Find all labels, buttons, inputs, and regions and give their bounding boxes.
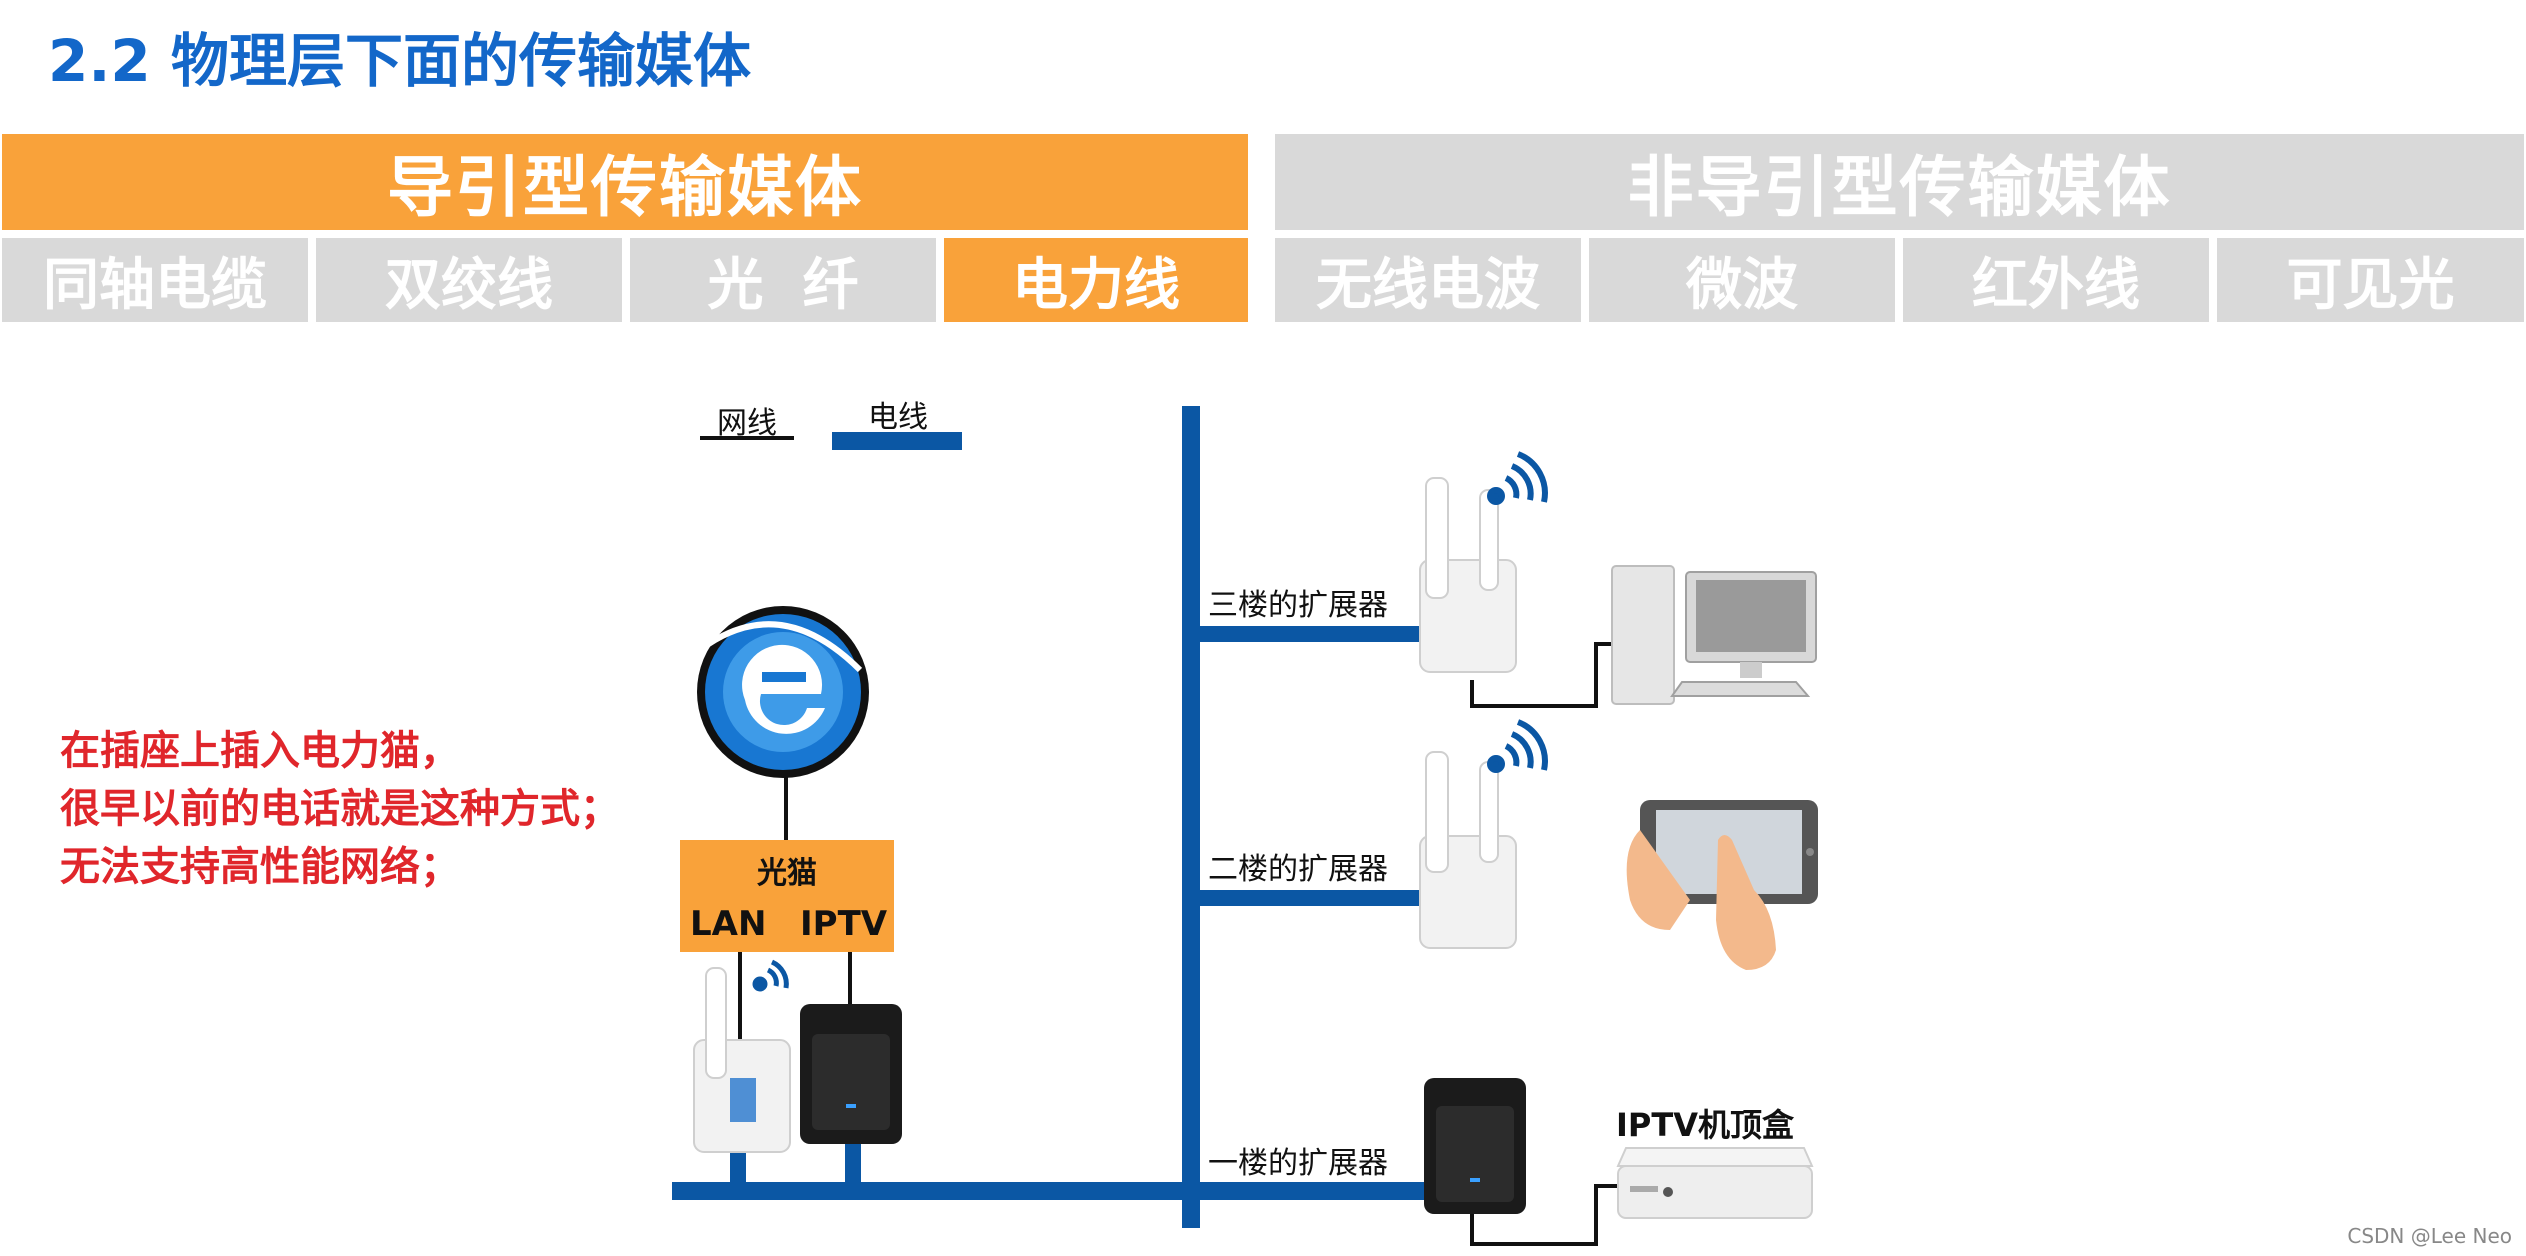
unguided-media-header: 非导引型传输媒体 <box>1275 134 2524 230</box>
ground-wifi-icon <box>752 959 789 992</box>
legend-power-line-swatch <box>832 432 962 450</box>
third-floor-branch <box>1200 626 1422 642</box>
third-floor-extender-label: 三楼的扩展器 <box>1208 588 1388 623</box>
media-microwave: 微波 <box>1589 238 1895 322</box>
internet-explorer-icon <box>697 606 869 778</box>
watermark: CSDN @Lee Neo <box>2347 1224 2512 1248</box>
lan-port-label: LAN <box>690 904 767 944</box>
second-floor-extender-label: 二楼的扩展器 <box>1208 852 1388 887</box>
extender-stub <box>730 1148 746 1184</box>
guided-media-header: 导引型传输媒体 <box>2 134 1248 230</box>
page-title: 2.2 物理层下面的传输媒体 <box>48 27 751 95</box>
media-twisted-pair: 双绞线 <box>316 238 622 322</box>
third-floor-pc-cable <box>1470 642 1612 708</box>
note-line: 无法支持高性能网络； <box>60 844 460 890</box>
desktop-pc-device <box>1611 565 1817 705</box>
ground-extender-device <box>693 967 791 1153</box>
note-line: 很早以前的电话就是这种方式； <box>60 786 620 832</box>
plc-adapter-device <box>800 1004 902 1144</box>
third-floor-extender-device <box>1419 477 1517 673</box>
second-floor-extender-device <box>1419 751 1517 949</box>
legend-network-cable-line <box>700 436 794 440</box>
third-floor-wifi-icon <box>1487 451 1548 505</box>
media-visible-light: 可见光 <box>2217 238 2524 322</box>
notes-block: 在插座上插入电力猫， 很早以前的电话就是这种方式； 无法支持高性能网络； <box>60 722 620 896</box>
first-floor-extender-label: 一楼的扩展器 <box>1208 1146 1388 1181</box>
main-power-bus <box>1182 406 1200 1228</box>
first-floor-extender-device <box>1424 1078 1526 1214</box>
legend-network-cable-label: 网线 <box>717 406 777 441</box>
first-floor-iptv-cable <box>1470 1184 1622 1246</box>
tablet-device <box>1626 800 1818 970</box>
legend-power-line-label: 电线 <box>868 400 928 435</box>
ground-floor-power-line <box>672 1182 1432 1200</box>
second-floor-branch <box>1200 890 1422 906</box>
optical-modem-box <box>680 840 894 952</box>
plc-stub <box>845 1140 861 1184</box>
iptv-port-label: IPTV <box>800 904 888 944</box>
note-line: 在插座上插入电力猫， <box>60 728 460 774</box>
media-radio-wave: 无线电波 <box>1275 238 1581 322</box>
media-coaxial-cable: 同轴电缆 <box>2 238 308 322</box>
media-optical-fiber: 光 纤 <box>630 238 936 322</box>
iptv-box-label: IPTV机顶盒 <box>1616 1106 1794 1144</box>
iptv-set-top-box-device <box>1616 1147 1814 1219</box>
media-infrared: 红外线 <box>1903 238 2209 322</box>
second-floor-wifi-icon <box>1487 719 1548 773</box>
optical-modem-label: 光猫 <box>757 856 817 891</box>
media-power-line: 电力线 <box>944 238 1248 322</box>
